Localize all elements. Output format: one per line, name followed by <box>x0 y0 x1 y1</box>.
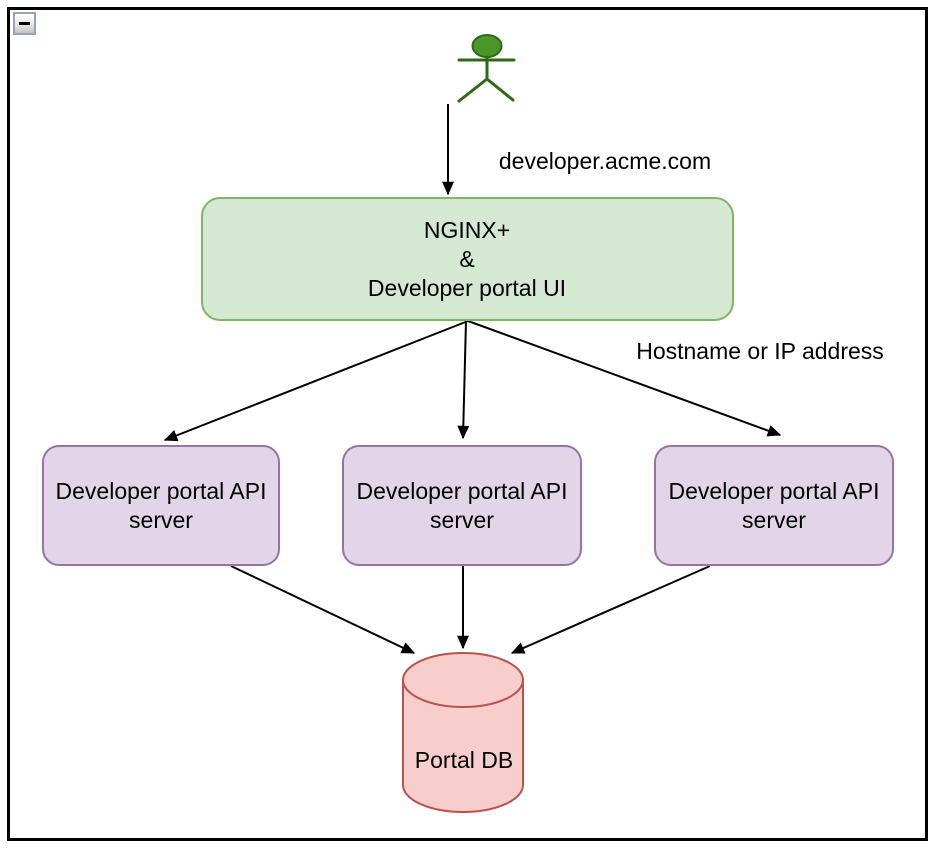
node-api-server-1[interactable]: Developer portal API server <box>42 445 280 566</box>
db-cylinder-body <box>402 652 524 813</box>
db-cylinder-top-arc <box>402 679 524 708</box>
api-server-2-label-line2: server <box>430 507 494 533</box>
gateway-label-line2: & <box>459 246 474 272</box>
db-label: Portal DB <box>415 747 513 773</box>
node-portal-db[interactable]: Portal DB <box>402 652 524 813</box>
edges-group <box>163 104 782 654</box>
node-api-server-2[interactable]: Developer portal API server <box>342 445 582 566</box>
minus-icon <box>19 22 30 25</box>
api-server-1-label-line1: Developer portal API <box>56 478 267 504</box>
api-server-3-label-line2: server <box>742 507 806 533</box>
canvas-border <box>7 7 928 841</box>
node-gateway[interactable]: NGINX+ & Developer portal UI <box>201 197 734 321</box>
collapse-button[interactable] <box>13 12 36 35</box>
api-server-2-label-line1: Developer portal API <box>357 478 568 504</box>
api-server-1-label-line2: server <box>129 507 193 533</box>
edge-label-domain: developer.acme.com <box>499 148 711 174</box>
arrow-api1-to-db <box>230 565 416 654</box>
api-server-1-box <box>42 445 280 566</box>
node-api-server-3[interactable]: Developer portal API server <box>654 445 894 566</box>
api-server-3-label-line1: Developer portal API <box>669 478 880 504</box>
api-server-3-box <box>654 445 894 566</box>
actor-head <box>471 34 503 58</box>
user-actor-icon[interactable] <box>457 34 516 103</box>
arrow-api3-to-db <box>510 565 711 654</box>
gateway-label-line1: NGINX+ <box>424 217 510 243</box>
arrow-gateway-to-api3 <box>467 320 782 437</box>
api-server-2-box <box>342 445 582 566</box>
gateway-label-line3: Developer portal UI <box>368 275 566 301</box>
arrow-gateway-to-api2 <box>457 320 470 440</box>
actor-limbs <box>457 55 516 103</box>
gateway-box <box>201 197 734 321</box>
arrow-gateway-to-api1 <box>163 320 469 442</box>
edge-label-hostname: Hostname or IP address <box>636 338 884 364</box>
